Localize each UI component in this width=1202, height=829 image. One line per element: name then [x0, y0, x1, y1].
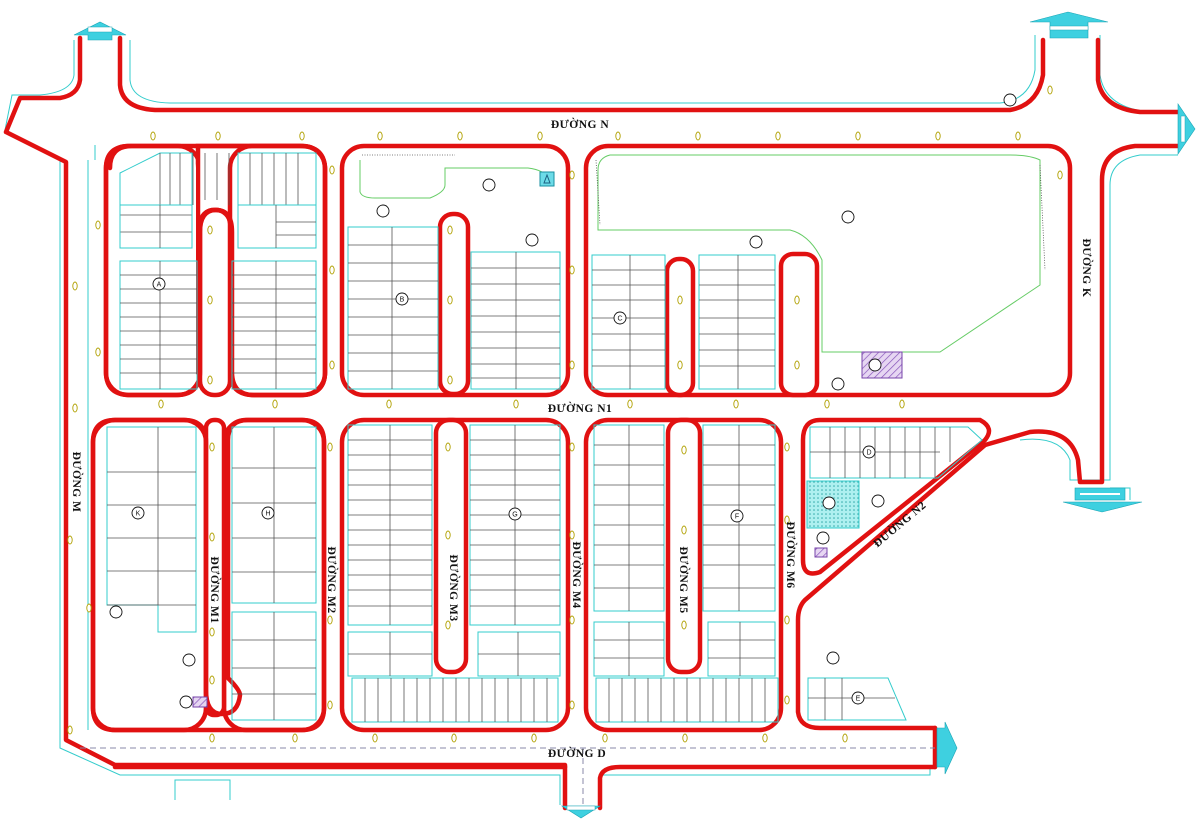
- svg-text:H: H: [265, 511, 270, 518]
- entrance-arrow-icon: [1062, 487, 1143, 513]
- block-labels: A B C D E F G H K: [131, 277, 876, 705]
- road-label-m: ĐƯỜNG M: [70, 452, 84, 513]
- svg-text:G: G: [512, 512, 517, 519]
- svg-text:E: E: [856, 696, 861, 703]
- svg-text:A: A: [157, 282, 162, 289]
- entrance-arrow-icon: [1029, 11, 1109, 39]
- svg-text:C: C: [617, 316, 622, 323]
- block-label-e: E: [851, 691, 865, 705]
- site-boundary: [4, 35, 1178, 805]
- entrance-arrow-icon: [73, 21, 127, 41]
- road-network: [3, 35, 1181, 811]
- entrance-arrow-icon: [1177, 103, 1196, 155]
- road-label-m1: ĐƯỜNG M1: [208, 556, 222, 623]
- facility-marker-icon: [539, 171, 555, 187]
- road-label-m4: ĐƯỜNG M4: [570, 541, 584, 608]
- svg-text:K: K: [136, 511, 141, 518]
- block-label-k: K: [131, 506, 145, 520]
- entrance-arrow-icon: [936, 721, 958, 775]
- road-label-n: ĐƯỜNG N: [551, 117, 610, 131]
- svg-text:F: F: [735, 514, 739, 521]
- block-label-g: G: [508, 507, 522, 521]
- road-label-m3: ĐƯỜNG M3: [447, 554, 461, 621]
- facility-zone-k: [192, 696, 208, 708]
- street-lamp-icon: [67, 85, 1063, 743]
- block-label-f: F: [730, 509, 744, 523]
- entrance-arrow-icon: [560, 805, 602, 819]
- svg-text:B: B: [400, 297, 405, 304]
- road-label-m6: ĐƯỜNG M6: [784, 521, 798, 588]
- facility-zone-c: [861, 351, 903, 379]
- facility-zone-d: [814, 547, 828, 558]
- block-label-h: H: [261, 506, 275, 520]
- road-label-n1: ĐƯỜNG N1: [548, 401, 613, 415]
- svg-text:D: D: [866, 450, 871, 457]
- block-label-a: A: [152, 277, 166, 291]
- street-lamps: [67, 85, 1063, 743]
- lot-grids: [106, 152, 1046, 723]
- road-label-d: ĐƯỜNG D: [548, 746, 606, 760]
- road-label-m5: ĐƯỜNG M5: [677, 546, 691, 613]
- block-label-b: B: [395, 292, 409, 306]
- facility-markers: [109, 93, 1017, 709]
- road-label-k: ĐƯỜNG K: [1080, 239, 1094, 298]
- block-label-d: D: [862, 445, 876, 459]
- road-label-m2: ĐƯỜNG M2: [325, 546, 339, 613]
- block-label-c: C: [613, 311, 627, 325]
- entrance-arrows: [73, 11, 1196, 819]
